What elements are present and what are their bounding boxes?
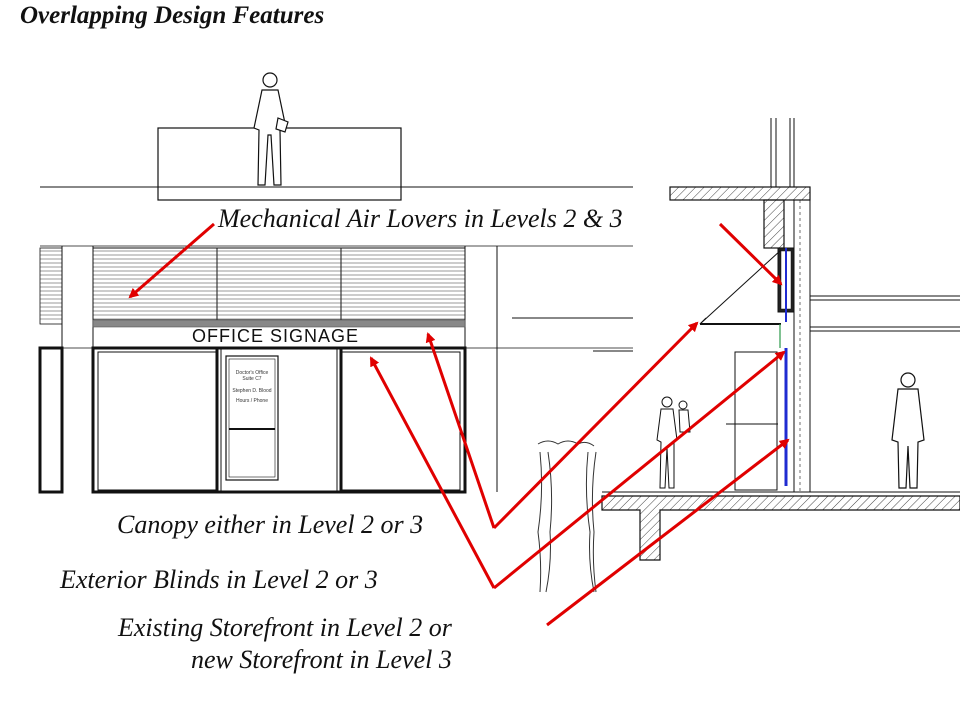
arrow-storefront [546, 438, 790, 627]
building-section [601, 118, 960, 561]
tree-sketch [537, 440, 597, 593]
arrow-mech-left [128, 222, 215, 299]
callout-exterior-blinds: Exterior Blinds in Level 2 or 3 [60, 565, 378, 594]
person-on-roof [253, 72, 289, 186]
upper-beam [763, 199, 785, 249]
arrow-blinds-right [493, 350, 786, 590]
storefront-frame [91, 346, 467, 494]
arrow-canopy-left [425, 332, 496, 529]
callout-arrows [128, 222, 790, 627]
arrow-canopy-right [492, 321, 699, 530]
lower-slab [601, 495, 960, 561]
callout-storefront: Existing Storefront in Level 2 or new St… [118, 612, 452, 676]
callout-storefront-line2: new Storefront in Level 3 [190, 645, 452, 674]
office-door [225, 355, 279, 481]
left-louver-strip [39, 247, 63, 325]
arrow-mech-right [718, 222, 783, 286]
callout-mechanical-louvers: Mechanical Air Lovers in Levels 2 & 3 [218, 204, 623, 233]
section-door [734, 351, 778, 491]
front-elevation [38, 127, 633, 494]
callout-canopy: Canopy either in Level 2 or 3 [117, 510, 424, 539]
office-signage-text: OFFICE SIGNAGE [192, 326, 360, 346]
door-lettering: Doctor's Office Suite C7 Stephen D. Bloo… [227, 370, 277, 404]
door-text-line: Stephen D. Blood [232, 388, 272, 394]
sign-band [92, 319, 466, 328]
person-standing [891, 372, 925, 489]
callout-storefront-line1: Existing Storefront in Level 2 or [118, 613, 452, 642]
door-text-line: Suite C7 [242, 376, 262, 382]
person-with-child [656, 396, 691, 489]
door-text-line: Doctor's Office [235, 370, 269, 376]
upper-slab [669, 186, 811, 201]
arrow-blinds-left [369, 356, 496, 589]
page-title: Overlapping Design Features [20, 2, 325, 29]
door-text-line: Hours / Phone [236, 398, 268, 404]
